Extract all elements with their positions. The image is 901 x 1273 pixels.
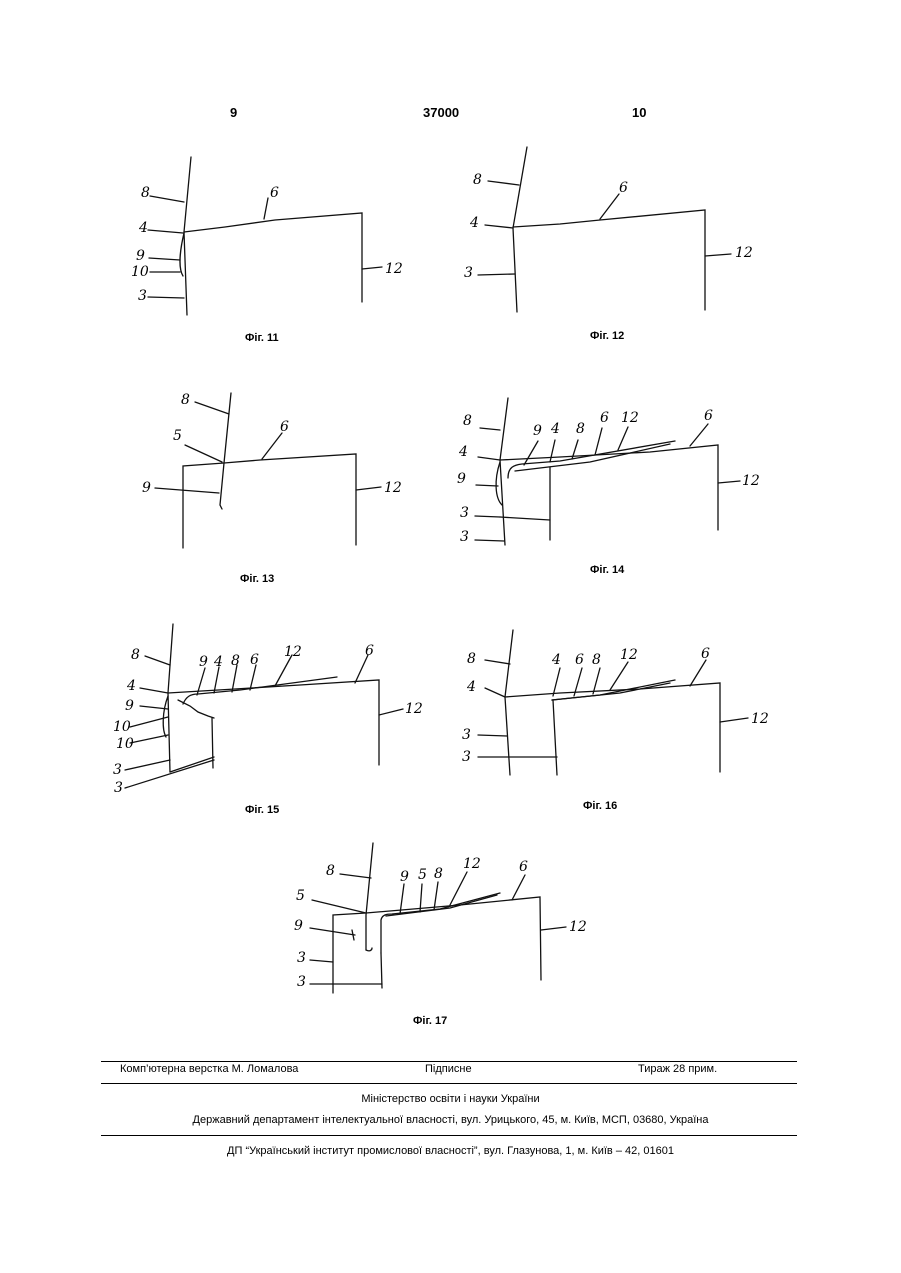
figure-17-label: 6 (519, 860, 528, 874)
footer-rule (101, 1061, 797, 1062)
footer-ministry: Міністерство освіти і науки України (0, 1093, 901, 1105)
footer-print-run: Тираж 28 прим. (638, 1063, 717, 1075)
figure-17-label: 12 (569, 920, 587, 934)
figure-17-label: 8 (326, 864, 335, 878)
footer-department: Державний департамент інтелектуальної вл… (0, 1114, 901, 1126)
footer-rule (101, 1083, 797, 1084)
footer-rule (101, 1135, 797, 1136)
figure-17-label: 3 (297, 951, 306, 965)
figure-17-caption: Фіг. 17 (413, 1015, 447, 1027)
footer-layout: Комп’ютерна верстка М. Ломалова (120, 1063, 298, 1075)
figure-17-label: 3 (297, 975, 306, 989)
footer-institute: ДП “Український інститут промислової вла… (0, 1145, 901, 1157)
figure-17-label: 9 (400, 870, 409, 884)
figure-17-label: 8 (434, 867, 443, 881)
figure-17-drawing (0, 0, 900, 1040)
figure-17: 8 5 9 3 3 9 5 8 12 6 12 Фіг. 17 (0, 0, 900, 1040)
footer-signed: Підписне (425, 1063, 472, 1075)
figure-17-label: 5 (418, 868, 427, 882)
figure-17-label: 5 (296, 889, 305, 903)
figure-17-label: 12 (463, 857, 481, 871)
figure-17-label: 9 (294, 919, 303, 933)
